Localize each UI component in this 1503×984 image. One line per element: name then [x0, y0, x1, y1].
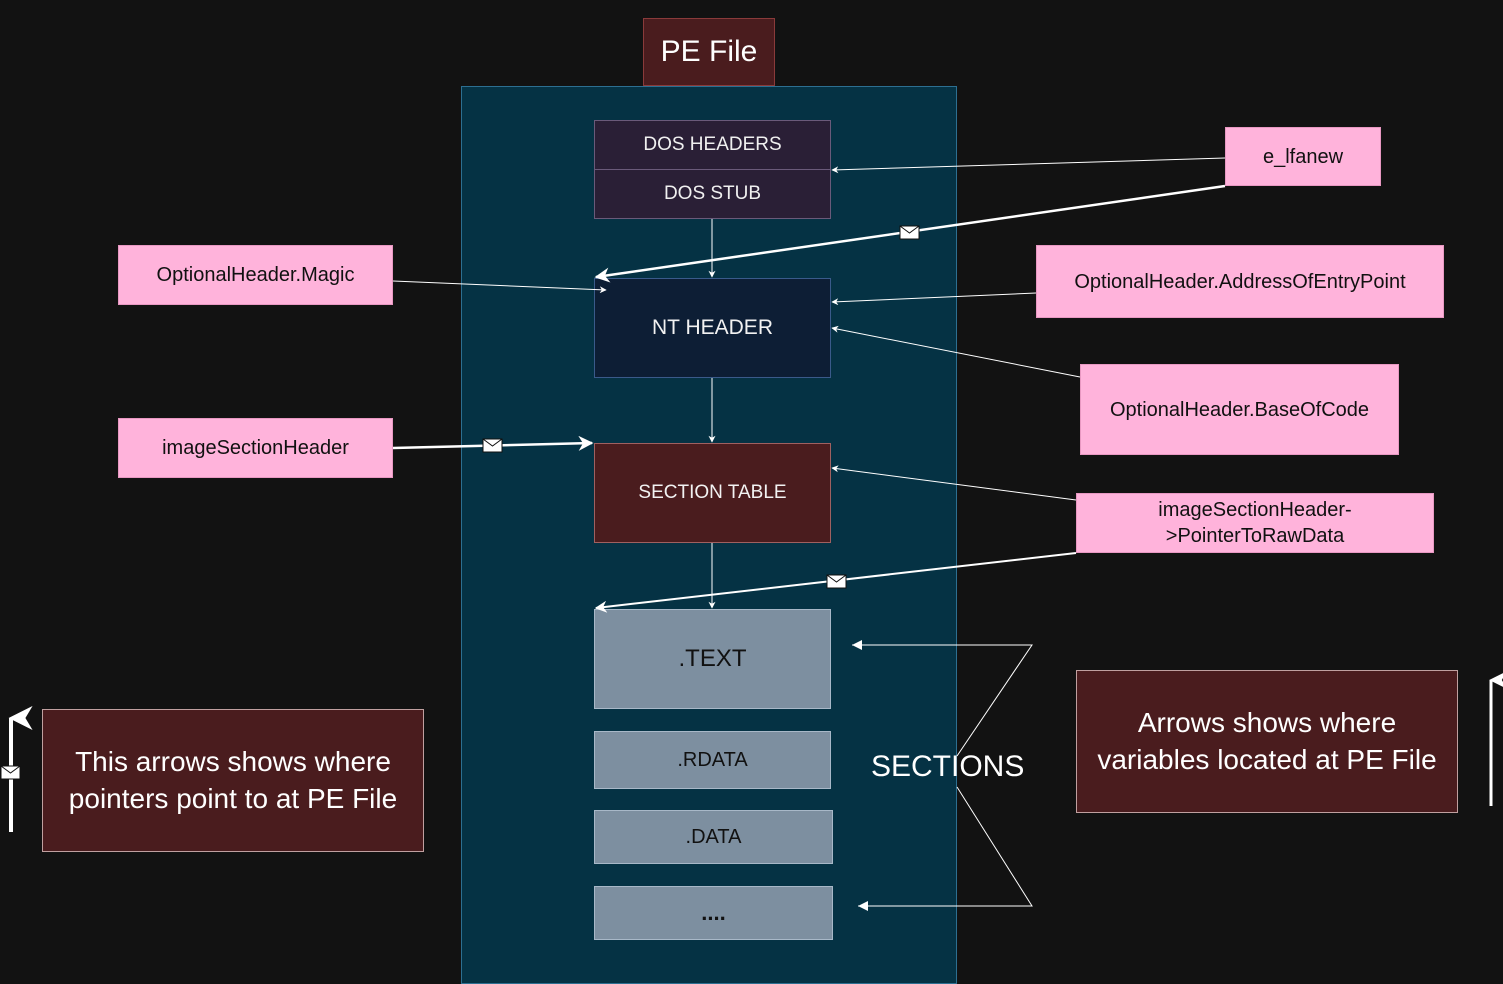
image-section-header-field: imageSectionHeader — [118, 418, 393, 478]
envelope-icon — [482, 438, 503, 453]
pointer-to-raw-data-line1: imageSectionHeader- — [1158, 499, 1352, 521]
variables-legend: Arrows shows where variables located at … — [1076, 670, 1458, 813]
pe-file-title: PE File — [643, 18, 775, 86]
pointer-to-raw-data-field: imageSectionHeader- >PointerToRawData — [1076, 493, 1434, 553]
sections-bracket-arrowhead-top — [852, 640, 862, 650]
arrow-e-lfanew-location — [831, 157, 1226, 174]
pointers-legend: This arrows shows where pointers point t… — [42, 709, 424, 852]
sections-label: SECTIONS — [871, 750, 1025, 783]
data-section-block: .DATA — [594, 810, 833, 864]
arrow-magic-location — [392, 280, 607, 294]
envelope-icon — [826, 574, 847, 589]
sections-bracket-arrowhead-bottom — [858, 901, 868, 911]
more-sections-block: .... — [594, 886, 833, 940]
rdata-section-block: .RDATA — [594, 731, 831, 789]
optional-header-magic-field: OptionalHeader.Magic — [118, 245, 393, 305]
sections-bracket-top — [852, 644, 1033, 757]
optional-header-entrypoint-field: OptionalHeader.AddressOfEntryPoint — [1036, 245, 1444, 318]
optional-header-baseofcode-field: OptionalHeader.BaseOfCode — [1080, 364, 1399, 455]
arrow-entrypoint-location — [831, 292, 1037, 306]
section-table-block: SECTION TABLE — [594, 443, 831, 543]
e-lfanew-field: e_lfanew — [1225, 127, 1381, 186]
dos-stub-block: DOS STUB — [594, 169, 831, 219]
nt-header-block: NT HEADER — [594, 278, 831, 378]
pointer-to-raw-data-line2: >PointerToRawData — [1165, 525, 1345, 547]
envelope-icon — [0, 765, 21, 780]
dos-headers-block: DOS HEADERS — [594, 120, 831, 170]
envelope-icon — [899, 225, 920, 240]
arrow-pointer-raw-location — [831, 465, 1077, 501]
text-section-block: .TEXT — [594, 609, 831, 709]
sections-bracket-bottom — [858, 786, 1033, 907]
arrow-baseofcode-location — [831, 325, 1081, 378]
